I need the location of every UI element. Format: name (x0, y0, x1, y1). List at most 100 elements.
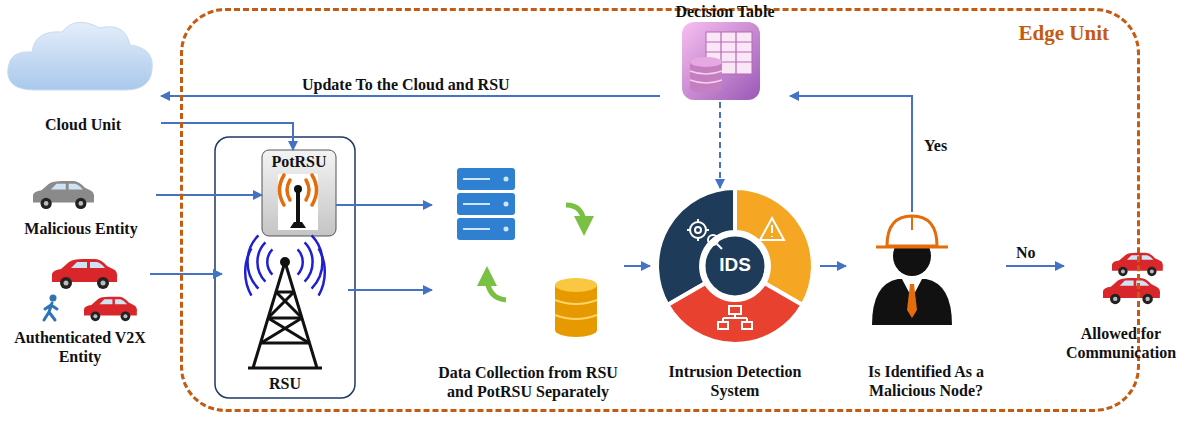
connector-arrow (624, 265, 650, 267)
flow-arrows (487, 205, 584, 300)
database-icon-part (555, 300, 597, 319)
flow-arrows-part (566, 205, 584, 226)
potrsu-icon-part-part (287, 180, 290, 200)
node-label: Decision Table (660, 2, 790, 21)
car-icons-part (52, 259, 117, 289)
rsu-signal-part (312, 235, 323, 288)
edge-label: Update To the Cloud and RSU (300, 75, 512, 94)
entity-node: Authenticated V2X Entity (10, 254, 150, 366)
connector-arrow (820, 265, 846, 267)
person-icon-part (872, 279, 952, 325)
data-collection-node: Data Collection from RSU and PotRSU Sepa… (432, 165, 624, 401)
ids-symbols-part (708, 235, 718, 245)
car-icons-part (1103, 278, 1160, 304)
car-icons-part (84, 297, 137, 321)
node-label: Authenticated V2X Entity (10, 328, 150, 366)
connector-arrow (150, 273, 222, 275)
node-label: Data Collection from RSU and PotRSU Sepa… (432, 363, 624, 401)
pedestrian-icon-part (50, 295, 57, 302)
edge-label: Yes (922, 136, 949, 155)
decision-table-icon-part (682, 22, 760, 100)
database-icon (555, 278, 597, 337)
connector-arrow (1006, 265, 1064, 267)
ids-label: IDS (650, 254, 820, 276)
person-icon-part (907, 284, 917, 318)
ids-symbols-part (729, 306, 741, 314)
ids-node: IDS Intrusion Detection System (650, 188, 820, 400)
person-icon-part (876, 246, 948, 249)
rsu-signal-part (245, 248, 251, 295)
decision-table-node: Decision Table (660, 2, 790, 102)
database-icon-part (555, 323, 597, 337)
node-label: Cloud Unit (5, 115, 161, 134)
person-icon (872, 216, 952, 325)
rsu-tower-part (282, 259, 289, 266)
potrsu-icon-part-part (312, 175, 317, 205)
rsu-signal-part (267, 249, 272, 274)
cloud-node: Cloud Unit (5, 26, 161, 134)
potrsu-icon (262, 150, 336, 236)
rsu-signal-part (257, 242, 265, 281)
connector-arrow (348, 289, 432, 291)
rsu-signal-part (248, 235, 259, 288)
potrsu-icon-part (294, 185, 302, 193)
rsu-signal-part (319, 248, 325, 295)
car-icons (33, 181, 1163, 321)
node-label: Allowed for Communication (1064, 324, 1178, 362)
connector-arrow (156, 194, 262, 196)
potrsu-icon-part-part (306, 180, 309, 200)
server-icon-part-part (504, 227, 509, 232)
potrsu-box: PotRSU (262, 150, 336, 236)
edge-label: No (1014, 243, 1038, 262)
rsu-tower-part (261, 292, 309, 343)
ids-symbols-part (687, 219, 709, 241)
ids-symbols-part (717, 244, 722, 249)
rsu-signal-part (305, 242, 313, 281)
decision-table-icon (682, 22, 760, 100)
potrsu-icon-part (262, 150, 336, 236)
ids-symbols-part (771, 225, 773, 237)
potrsu-icon-part (280, 175, 317, 205)
potrsu-icon-part (290, 222, 306, 228)
pedestrian-icon-part (44, 303, 57, 320)
server-icon-part-part (504, 177, 509, 182)
rsu-tower-part (248, 262, 322, 368)
ids-symbols-part (695, 227, 701, 233)
pedestrian-icon (44, 295, 57, 321)
cloud-icon-part (8, 22, 153, 90)
connector-arrow (336, 204, 432, 206)
decision-table-icon-part (690, 71, 722, 83)
node-label: Is Identified As a Malicious Node? (846, 362, 1006, 400)
server-icon (457, 168, 515, 240)
decision-table-icon-part (690, 83, 722, 93)
node-label: RSU (222, 374, 348, 393)
rsu-signal-part (298, 249, 303, 274)
ids-symbols-part (723, 314, 747, 322)
connector-arrow (161, 95, 660, 97)
person-icon-part (911, 216, 913, 230)
potrsu-icon-part (296, 190, 300, 226)
entity-node: Malicious Entity (6, 176, 156, 238)
rsu-signal (245, 235, 325, 295)
potrsu-icon-part-part (280, 175, 285, 205)
allowed-node: Allowed for Communication (1064, 250, 1178, 362)
cloud-icon (8, 22, 153, 90)
server-icon-part (463, 179, 490, 229)
ids-symbols-part (760, 218, 784, 240)
server-icon-part-part (504, 202, 509, 207)
node-label: Intrusion Detection System (650, 362, 820, 400)
potrsu-icon-part (278, 174, 318, 230)
person-icon-part (887, 216, 937, 246)
node-label: Malicious Entity (6, 219, 156, 238)
flow-arrows-part (487, 276, 506, 300)
decision-table-icon-part (690, 57, 722, 67)
region-title: Edge Unit (1019, 21, 1109, 46)
rsu-group-box (215, 137, 355, 398)
connector-arrow (790, 96, 912, 212)
connector-arrow (719, 102, 721, 188)
server-icon-part (504, 177, 509, 232)
decision-node: Is Identified As a Malicious Node? (846, 212, 1006, 400)
